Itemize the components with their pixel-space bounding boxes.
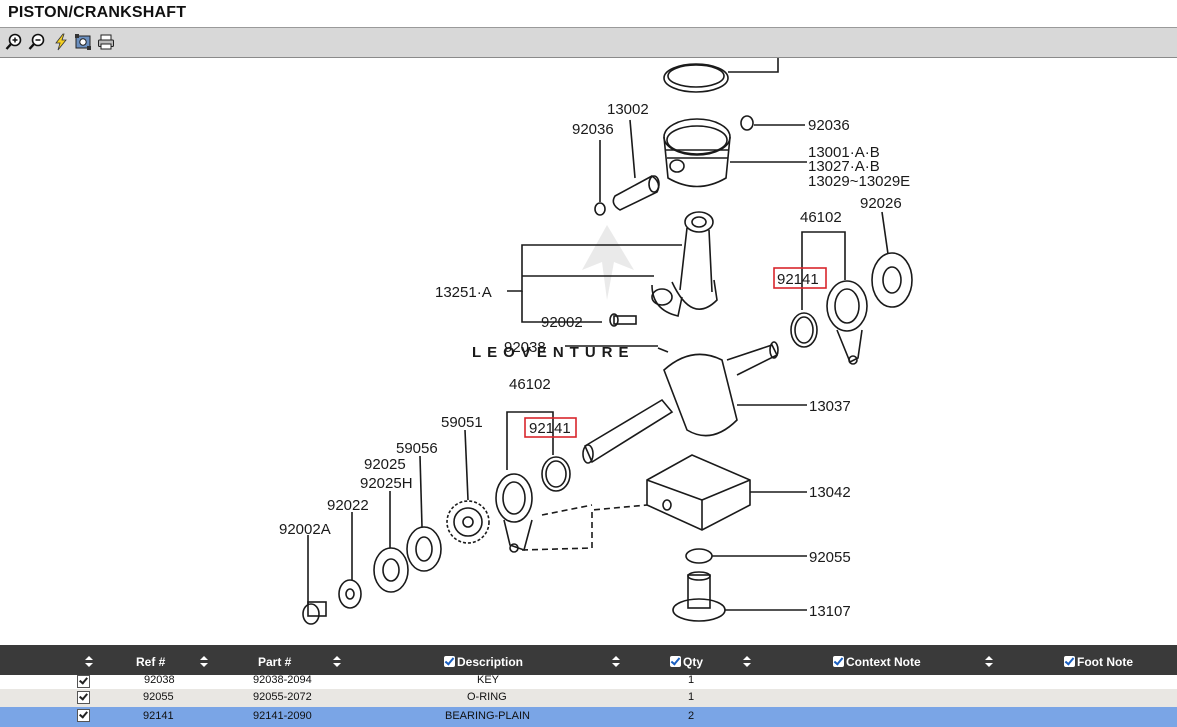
parts-grid-header: Ref # Part # Description Qty Context Not… xyxy=(0,645,1177,678)
rod-bolt-part[interactable] xyxy=(609,313,637,327)
exploded-parts-diagram[interactable]: LEOVENTURE xyxy=(2,58,1175,643)
cell-part: 92141-2090 xyxy=(253,710,312,722)
settings-icon[interactable] xyxy=(74,33,92,51)
cell-qty: 1 xyxy=(688,675,695,686)
callout-92026[interactable]: 92026 xyxy=(860,195,902,212)
connecting-rod-right-part[interactable] xyxy=(826,280,868,365)
clip-left-part[interactable] xyxy=(594,202,606,216)
callout-92002A[interactable]: 92002A xyxy=(279,521,331,538)
column-header-description[interactable]: Description xyxy=(444,655,523,669)
callout-13001[interactable]: 13001·A·B xyxy=(808,144,880,161)
callout-13029[interactable]: 13029~13029E xyxy=(808,173,910,190)
callout-13002[interactable]: 13002 xyxy=(607,101,649,118)
cell-ref: 92141 xyxy=(143,710,174,722)
cell-qty: 2 xyxy=(688,710,695,722)
table-row[interactable]: 92038 92038-2094 KEY 1 xyxy=(0,675,1177,689)
callout-46102-upper[interactable]: 46102 xyxy=(800,209,842,226)
piston-part[interactable] xyxy=(663,118,731,188)
callout-92002[interactable]: 92002 xyxy=(541,314,583,331)
piston-pin-part[interactable] xyxy=(612,175,660,211)
toolbar xyxy=(0,28,1177,58)
sort-icon[interactable] xyxy=(612,656,620,667)
cell-part: 92055-2072 xyxy=(253,691,312,703)
o-ring-part[interactable] xyxy=(685,548,713,564)
foot-note-checkbox[interactable] xyxy=(1064,656,1075,667)
highlight-92141-lower[interactable] xyxy=(524,417,577,438)
crankshaft-part[interactable] xyxy=(582,341,807,464)
callout-13037[interactable]: 13037 xyxy=(809,398,851,415)
sort-icon[interactable] xyxy=(85,656,93,667)
callout-46102-lower[interactable]: 46102 xyxy=(509,376,551,393)
diagram-svg: LEOVENTURE xyxy=(279,58,913,625)
connecting-rod-lower-part[interactable] xyxy=(495,473,533,553)
column-header-qty[interactable]: Qty xyxy=(670,655,703,669)
title-bar: PISTON/CRANKSHAFT xyxy=(0,0,1177,28)
row-select-icon[interactable] xyxy=(77,691,90,704)
sort-icon[interactable] xyxy=(200,656,208,667)
cell-part: 92038-2094 xyxy=(253,675,312,686)
cell-ref: 92055 xyxy=(143,691,174,703)
column-header-ref[interactable]: Ref # xyxy=(136,655,166,669)
callout-13251[interactable]: 13251·A xyxy=(435,284,492,301)
bearing-plain-lower-part[interactable] xyxy=(541,456,571,492)
sort-icon[interactable] xyxy=(985,656,993,667)
gear-helical-part[interactable] xyxy=(406,526,442,572)
callout-92038[interactable]: 92038 xyxy=(504,339,546,356)
sort-icon[interactable] xyxy=(333,656,341,667)
highlight-92141-upper[interactable] xyxy=(773,267,827,289)
page-title: PISTON/CRANKSHAFT xyxy=(8,4,187,21)
callout-13027[interactable]: 13027·A·B xyxy=(808,158,880,175)
bolt-part[interactable] xyxy=(302,601,327,625)
callout-92141-lower[interactable]: 92141 xyxy=(529,420,571,437)
key-part[interactable] xyxy=(657,347,669,353)
row-select-icon[interactable] xyxy=(77,675,90,688)
callout-92022[interactable]: 92022 xyxy=(327,497,369,514)
callout-92036-left[interactable]: 92036 xyxy=(572,121,614,138)
cell-description: BEARING-PLAIN xyxy=(445,710,530,722)
bearing-plain-upper-part[interactable] xyxy=(790,312,818,348)
watermark-text: LEOVENTURE xyxy=(472,344,635,361)
description-label: Description xyxy=(457,655,524,669)
callout-13042[interactable]: 13042 xyxy=(809,484,851,501)
small-washer-part[interactable] xyxy=(338,579,362,609)
shaft-flange-part[interactable] xyxy=(672,571,726,622)
callout-92036-right[interactable]: 92036 xyxy=(808,117,850,134)
zoom-out-icon[interactable] xyxy=(28,33,46,51)
callout-92141-upper[interactable]: 92141 xyxy=(777,271,819,288)
watermark-logo-icon xyxy=(582,225,634,300)
column-header-part[interactable]: Part # xyxy=(258,655,292,669)
column-header-foot-note[interactable]: Foot Note xyxy=(1064,655,1133,669)
zoom-in-icon[interactable] xyxy=(5,33,23,51)
clip-part[interactable] xyxy=(740,115,754,131)
context-note-checkbox[interactable] xyxy=(833,656,844,667)
lightning-icon[interactable] xyxy=(52,33,70,51)
callout-92025H[interactable]: 92025H xyxy=(360,475,413,492)
piston-ring-part[interactable] xyxy=(663,63,729,93)
cell-description: O-RING xyxy=(467,691,507,703)
qty-checkbox[interactable] xyxy=(670,656,681,667)
description-checkbox[interactable] xyxy=(444,656,455,667)
cell-description: KEY xyxy=(477,675,500,686)
row-select-icon[interactable] xyxy=(77,709,90,722)
cell-qty: 1 xyxy=(688,691,695,703)
callout-92055[interactable]: 92055 xyxy=(809,549,851,566)
gear-part[interactable] xyxy=(446,500,490,544)
balancer-block-part[interactable] xyxy=(646,454,751,531)
cell-ref: 92038 xyxy=(144,675,175,686)
print-icon[interactable] xyxy=(97,33,115,51)
callout-59056[interactable]: 59056 xyxy=(396,440,438,457)
washer-plate-part[interactable] xyxy=(871,252,913,308)
column-header-context-note[interactable]: Context Note xyxy=(833,655,921,669)
callout-59051[interactable]: 59051 xyxy=(441,414,483,431)
qty-label: Qty xyxy=(683,655,704,669)
foot-note-label: Foot Note xyxy=(1077,655,1133,669)
washer-part[interactable] xyxy=(373,547,409,593)
table-row-selected[interactable]: 92141 92141-2090 BEARING-PLAIN 2 xyxy=(0,707,1177,727)
sort-icon[interactable] xyxy=(743,656,751,667)
callout-13107[interactable]: 13107 xyxy=(809,603,851,620)
table-row[interactable]: 92055 92055-2072 O-RING 1 xyxy=(0,689,1177,707)
connecting-rod-part[interactable] xyxy=(651,211,718,317)
callout-92025[interactable]: 92025 xyxy=(364,456,406,473)
context-note-label: Context Note xyxy=(846,655,921,669)
